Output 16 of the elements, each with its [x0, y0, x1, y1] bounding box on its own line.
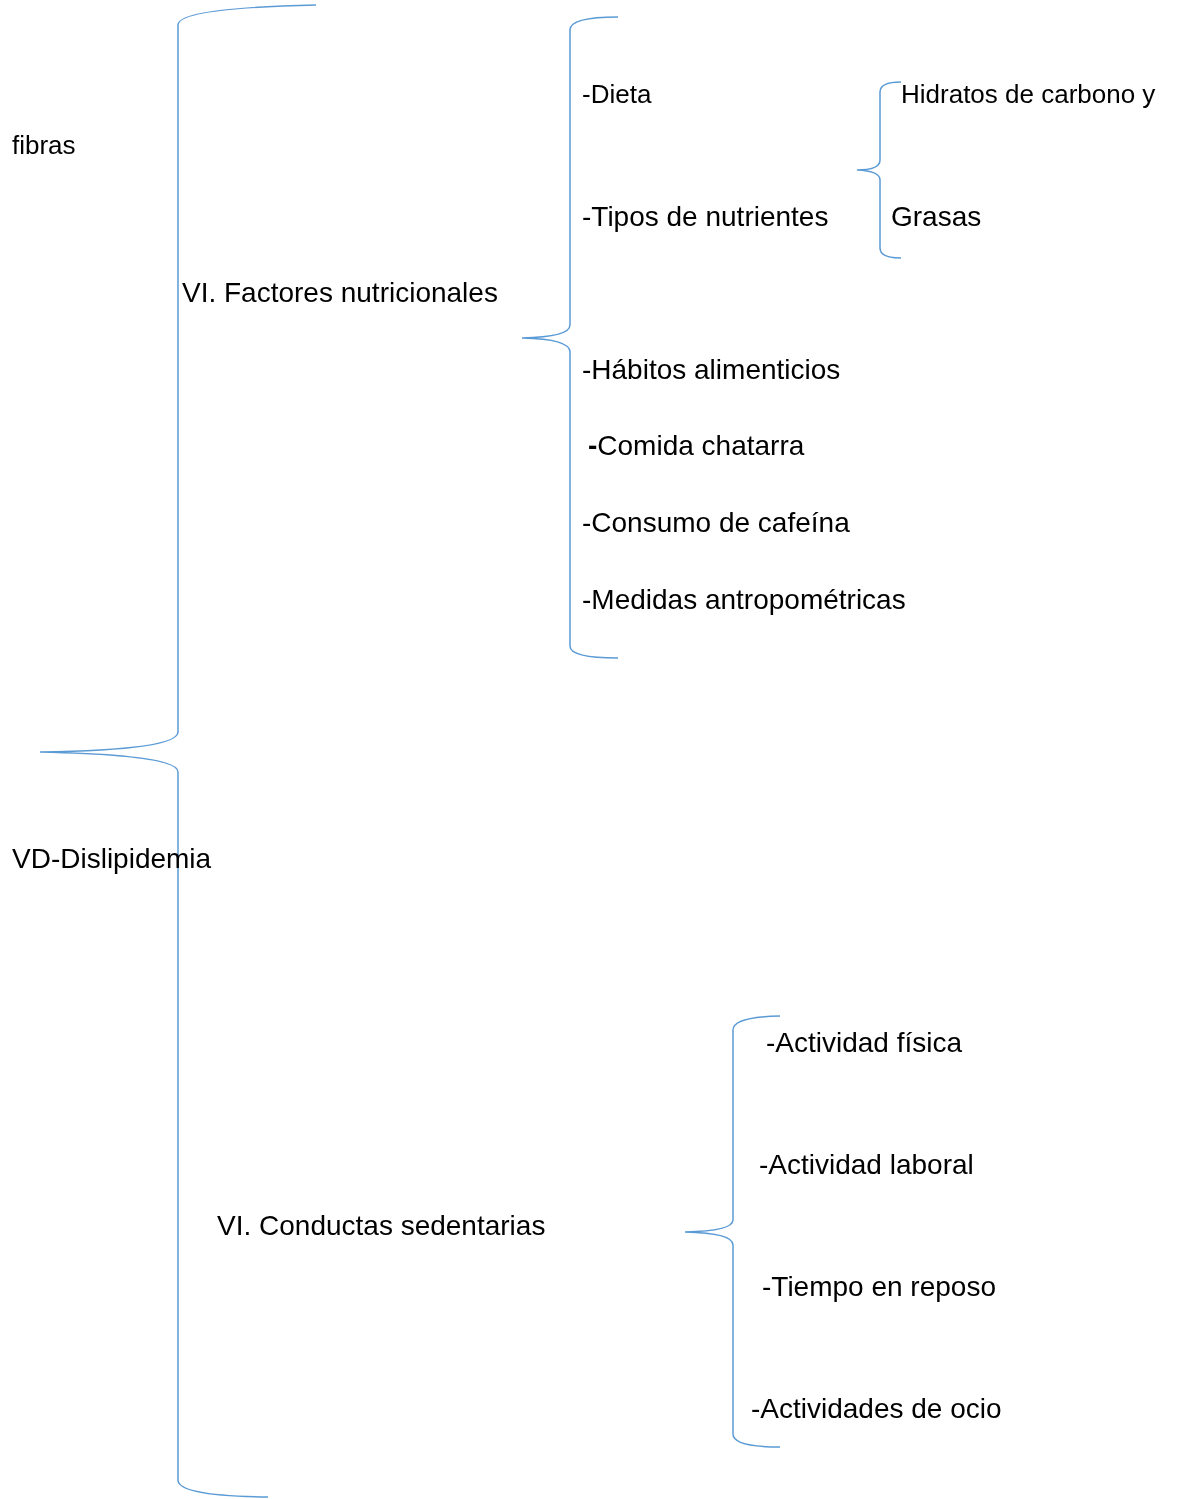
- bracket-label: -Actividad laboral: [759, 1151, 974, 1179]
- bracket-label: fibras: [12, 132, 76, 158]
- bracket-label: VD-Dislipidemia: [12, 845, 212, 873]
- bracket-label: -Comida chatarra: [588, 432, 805, 460]
- bracket-label: -Consumo de cafeína: [582, 509, 850, 537]
- bracket-label: Grasas: [891, 203, 982, 231]
- bracket-label: -Medidas antropométricas: [582, 586, 906, 614]
- bracket-label: -Tipos de nutrientes: [582, 203, 829, 231]
- bracket-label: -Dieta: [582, 81, 652, 107]
- bracket-label: VI. Factores nutricionales: [182, 279, 498, 307]
- bracket-label: -Actividades de ocio: [751, 1395, 1002, 1423]
- bracket-label: VI. Conductas sedentarias: [217, 1212, 546, 1240]
- bracket-label: -Hábitos alimenticios: [582, 356, 841, 384]
- bracket-label: -Tiempo en reposo: [762, 1273, 996, 1301]
- bracket-label: -Actividad física: [766, 1029, 963, 1057]
- bracket-label: Hidratos de carbono y: [901, 81, 1156, 107]
